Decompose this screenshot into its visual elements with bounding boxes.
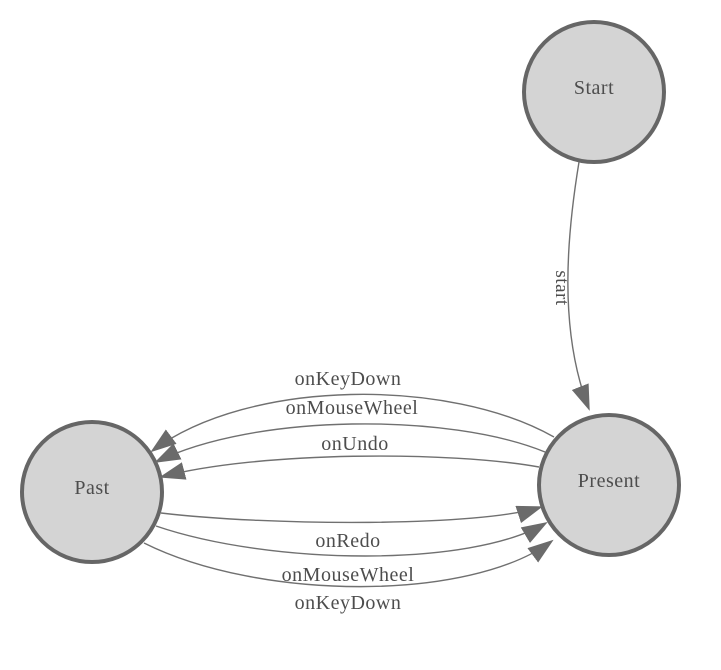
node-start-label: Start	[574, 77, 614, 99]
edge-past-to-present-onredo[interactable]	[160, 505, 543, 524]
node-present[interactable]: Present	[537, 413, 681, 557]
edge-label-onmousewheel-top: onMouseWheel	[286, 397, 419, 419]
edge-label-onundo: onUndo	[321, 433, 388, 455]
edge-present-to-past-onmousewheel[interactable]	[154, 423, 546, 463]
edge-label-onkeydown-top: onKeyDown	[295, 368, 402, 390]
edge-label-onredo: onRedo	[315, 530, 380, 552]
node-start-circle[interactable]	[522, 20, 666, 164]
node-past[interactable]: Past	[20, 420, 164, 564]
edge-present-to-past-onundo[interactable]	[159, 455, 540, 480]
node-start[interactable]: Start	[522, 20, 666, 164]
edge-label-onmousewheel-bottom: onMouseWheel	[282, 564, 415, 586]
edge-present-to-past-onkeydown[interactable]	[150, 393, 555, 453]
edge-start-to-present[interactable]	[567, 161, 590, 411]
edge-past-to-present-onmousewheel[interactable]	[155, 521, 548, 557]
node-past-label: Past	[74, 477, 109, 499]
node-past-circle[interactable]	[20, 420, 164, 564]
edge-label-onkeydown-bottom: onKeyDown	[295, 592, 402, 614]
node-present-circle[interactable]	[537, 413, 681, 557]
edge-past-to-present-onkeydown[interactable]	[143, 539, 554, 588]
node-present-label: Present	[578, 470, 640, 492]
edge-label-start: start	[551, 270, 572, 305]
